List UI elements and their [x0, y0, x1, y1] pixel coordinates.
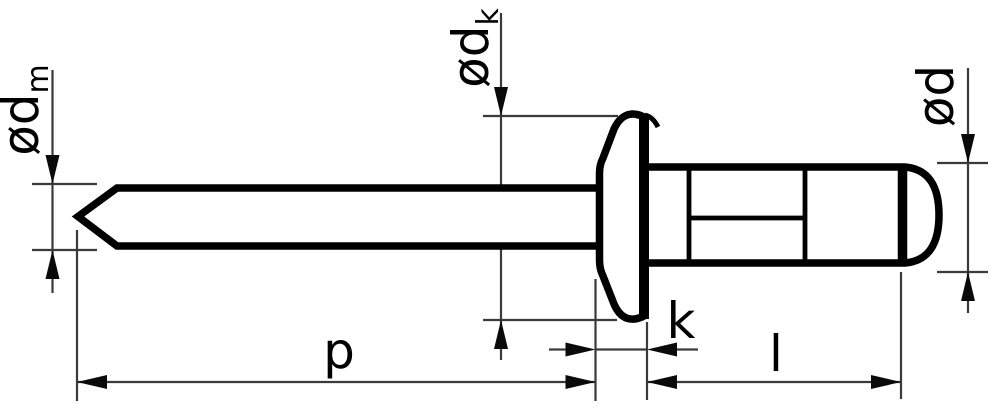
head-top-edge — [644, 112, 661, 129]
dim-mandrel-diameter: ødm — [0, 64, 97, 293]
arrowhead-down-icon — [494, 87, 508, 116]
dim-head-height: k — [549, 292, 698, 400]
dim-label-mandrel-diameter: ødm — [0, 64, 56, 156]
head-outline — [595, 110, 648, 323]
diameter-symbol: ød — [442, 26, 500, 88]
dim-label-body-diameter: ød — [907, 65, 965, 127]
dim-head-diameter: ødk — [442, 8, 618, 360]
body-outline — [640, 163, 943, 267]
rivet-body — [640, 163, 943, 267]
arrowhead-right-icon — [565, 375, 596, 389]
arrowhead-down-icon — [961, 134, 975, 163]
mandrel-outline — [71, 184, 604, 250]
diameter-subscript: k — [471, 8, 506, 26]
arrowhead-left-icon — [647, 375, 677, 389]
arrowhead-right-icon — [565, 342, 596, 357]
diameter-symbol: ød — [907, 65, 965, 127]
arrowhead-up-icon — [494, 320, 508, 349]
arrowhead-down-icon — [45, 155, 60, 184]
arrowhead-left-icon — [77, 375, 107, 389]
arrowhead-up-icon — [45, 250, 60, 279]
arrowhead-up-icon — [961, 272, 975, 301]
diameter-symbol: ød — [0, 93, 50, 155]
diameter-subscript: m — [21, 64, 56, 93]
arrowhead-right-icon — [871, 375, 901, 389]
rivet-mandrel — [71, 184, 604, 250]
arrowhead-left-icon — [647, 342, 677, 357]
dim-mandrel-protrusion: p — [75, 230, 597, 401]
dim-body-diameter: ød — [907, 65, 988, 313]
dim-label-mandrel-protrusion: p — [323, 322, 355, 380]
dim-label-head-height: k — [667, 292, 696, 350]
rivet-head — [595, 110, 661, 323]
dim-label-head-diameter: ødk — [442, 8, 506, 88]
dim-label-body-length: l — [769, 325, 783, 383]
dim-body-length: l — [647, 272, 903, 399]
